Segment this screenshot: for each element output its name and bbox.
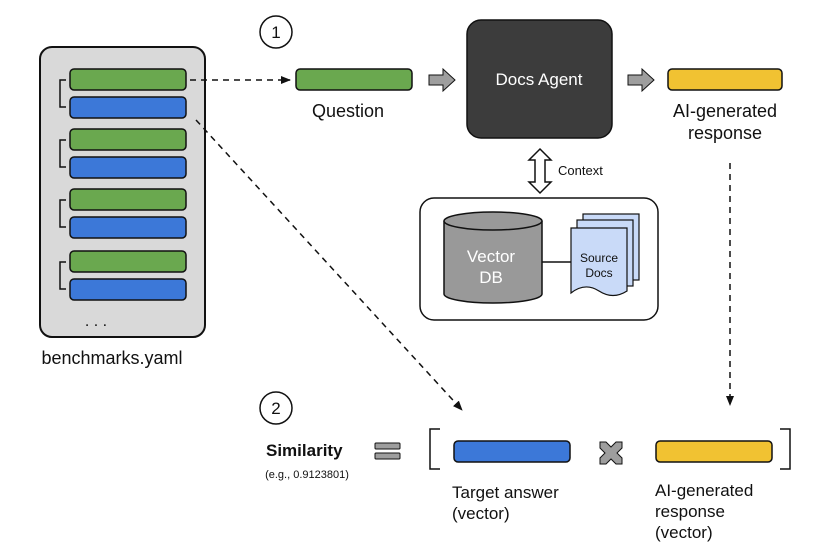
benchmark-pair-4 <box>59 250 187 301</box>
step-1-badge: 1 <box>259 15 293 49</box>
target-answer-label-line1: Target answer <box>452 483 559 502</box>
ai-response-label-line2: response <box>688 123 762 143</box>
source-docs-label-line1: Source <box>580 251 618 265</box>
generated-label-line3: (vector) <box>655 523 713 542</box>
benchmark-pair-1 <box>59 68 187 119</box>
arrow-to-agent-icon <box>428 67 456 93</box>
pair-bracket <box>59 79 66 108</box>
question-label: Question <box>312 101 384 121</box>
question-bar <box>69 188 187 211</box>
question-bar <box>69 128 187 151</box>
multiply-icon <box>599 441 623 465</box>
benchmarks-ellipsis: . . . <box>85 313 107 330</box>
answer-bar <box>69 156 187 179</box>
svg-text:1: 1 <box>271 23 280 42</box>
similarity-label: Similarity <box>266 441 343 460</box>
vector-db-label-line1: Vector <box>467 247 516 266</box>
right-bracket <box>780 428 791 470</box>
benchmarks-file: . . . <box>39 46 206 338</box>
pair-bracket <box>59 139 66 168</box>
equals-icon <box>374 442 401 460</box>
ai-response-bar <box>667 68 783 91</box>
answer-bar <box>69 96 187 119</box>
docs-agent-box <box>466 19 613 139</box>
svg-text:2: 2 <box>271 399 280 418</box>
generated-label-line1: AI-generated <box>655 481 753 500</box>
vector-db-icon <box>443 211 543 304</box>
answer-bar <box>69 278 187 301</box>
source-docs-label-line2: Docs <box>585 266 612 280</box>
benchmark-pair-2 <box>59 128 187 179</box>
vector-db-label-line2: DB <box>479 268 503 287</box>
arrow-to-response-icon <box>627 67 655 93</box>
context-double-arrow-icon <box>527 147 553 195</box>
target-answer-vector-bar <box>453 440 571 463</box>
context-label: Context <box>558 163 603 178</box>
step-2-badge: 2 <box>259 391 293 425</box>
pair-bracket <box>59 261 66 290</box>
benchmark-pair-3 <box>59 188 187 239</box>
ai-response-vector-bar <box>655 440 773 463</box>
answer-bar <box>69 216 187 239</box>
question-bar <box>295 68 413 91</box>
ai-response-label-line1: AI-generated <box>673 101 777 121</box>
question-bar <box>69 250 187 273</box>
similarity-example: (e.g., 0.9123801) <box>265 469 349 481</box>
question-bar <box>69 68 187 91</box>
benchmarks-filename: benchmarks.yaml <box>41 348 182 368</box>
pair-bracket <box>59 199 66 228</box>
target-answer-label-line2: (vector) <box>452 504 510 523</box>
left-bracket <box>429 428 440 470</box>
generated-label-line2: response <box>655 502 725 521</box>
source-docs-icon <box>570 213 640 297</box>
docs-agent-label: Docs Agent <box>496 70 583 89</box>
